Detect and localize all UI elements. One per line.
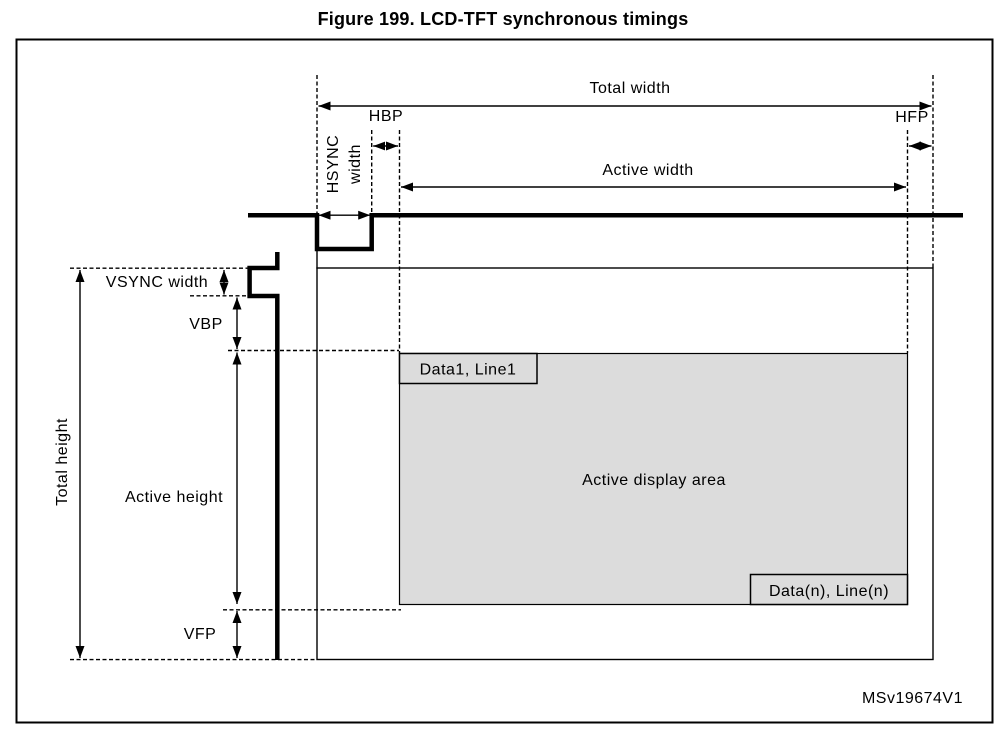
hbp-label: HBP	[369, 108, 403, 125]
vbp-label: VBP	[189, 316, 223, 333]
figure-frame	[15, 38, 994, 724]
watermark-label: MSv19674V1	[862, 690, 963, 707]
data1-line1-label: Data1, Line1	[420, 362, 517, 379]
datan-linen-label: Data(n), Line(n)	[769, 583, 889, 600]
active-display-area	[398, 352, 909, 606]
hfp-label: HFP	[895, 109, 929, 126]
hsync-width-label-line1: HSYNC	[325, 135, 342, 194]
vfp-label: VFP	[184, 626, 217, 643]
vsync-waveform	[247, 252, 280, 660]
active-width-label: Active width	[602, 162, 693, 179]
dashed-guides	[70, 75, 934, 661]
active-display-area-label: Active display area	[582, 472, 726, 489]
total-height-label: Total height	[54, 418, 71, 506]
figure-title: Figure 199. LCD-TFT synchronous timings	[317, 9, 689, 29]
data1-line1-box	[398, 352, 538, 385]
total-area-rect	[316, 267, 934, 661]
dimension-arrows	[75, 101, 932, 658]
datan-linen-box	[749, 573, 909, 606]
hsync-width-label-line2: width	[347, 144, 364, 185]
hsync-waveform	[248, 212, 963, 252]
vsync-width-label: VSYNC width	[106, 274, 208, 291]
total-width-label: Total width	[589, 80, 670, 97]
active-height-label: Active height	[125, 489, 223, 506]
